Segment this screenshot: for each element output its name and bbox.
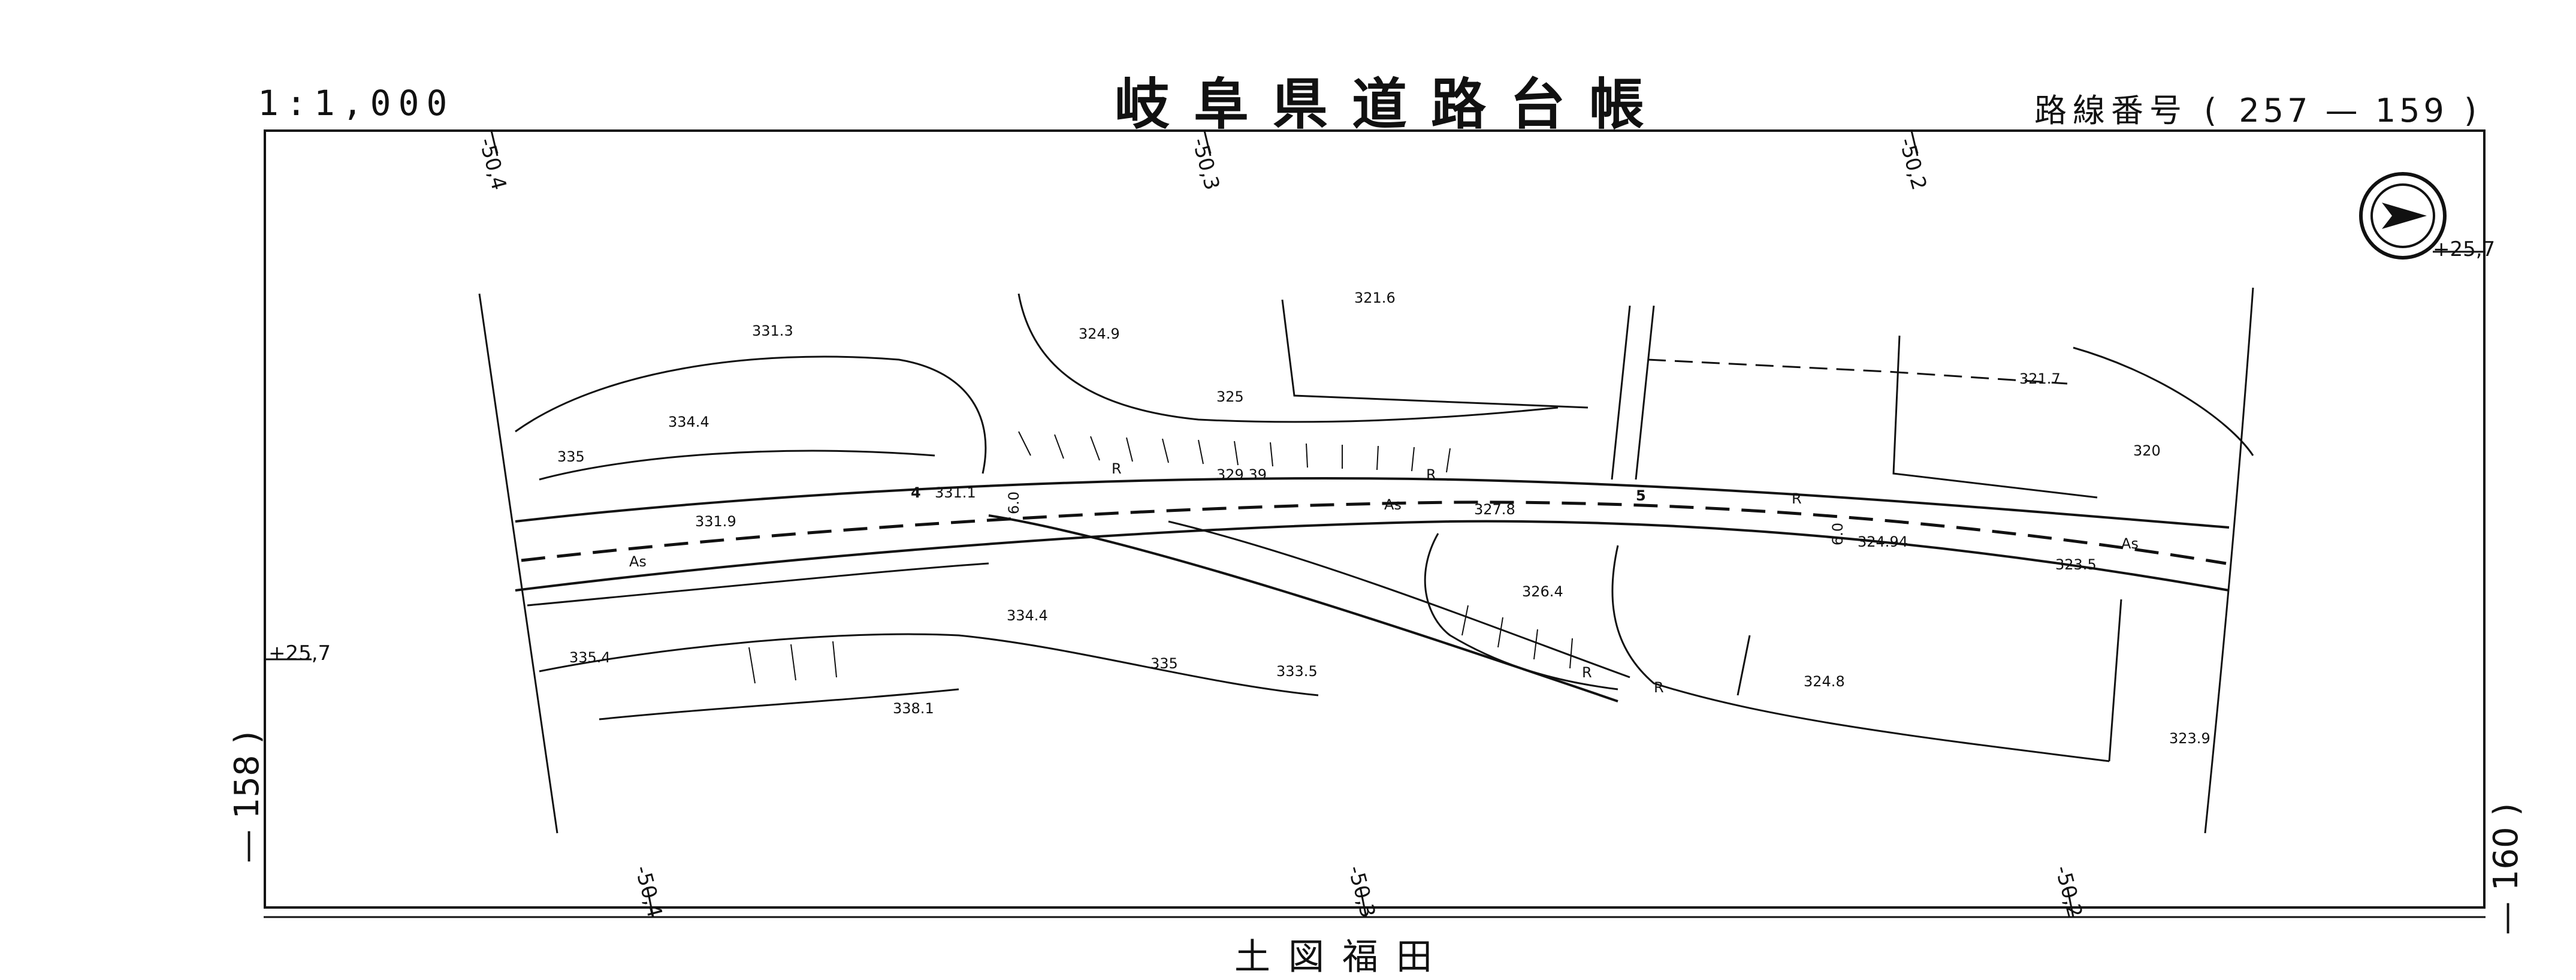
grid-tick-bottom-2 [1359, 886, 1367, 918]
road-surface-label: As [629, 553, 647, 570]
route-number: 路線番号 ( 257 — 159 ) [2034, 84, 2483, 131]
grid-tick-top-1 [490, 130, 499, 156]
spot-height-label: 329.39 [1216, 466, 1267, 483]
grid-coord-right: +25,7 [2433, 237, 2496, 261]
spot-height-label: 323.5 [2055, 556, 2097, 573]
road-centre-line [521, 500, 2227, 565]
contour-label: 335 [1150, 655, 1178, 672]
road-surface-label: As [1384, 496, 1402, 513]
spot-height-label: 338.1 [893, 700, 934, 717]
road-width-label: 6.0 [1829, 523, 1846, 545]
spot-height-label: 331.1 [935, 484, 976, 501]
road-edge-south [515, 520, 2230, 592]
spot-height-label: 324.8 [1804, 673, 1845, 690]
spot-height-label: 331.9 [695, 513, 736, 530]
lot-south-centre [1424, 533, 1618, 690]
grid-tick-bottom-1 [646, 886, 654, 918]
spot-height-label: 324.9 [1079, 325, 1120, 342]
spot-height-label: 327.8 [1474, 501, 1515, 518]
spot-height-label: 324.94 [1858, 533, 1908, 550]
north-arrow-icon [2359, 172, 2447, 260]
grid-tick-top-3 [1910, 130, 1919, 156]
map-title: 岐阜県道路台帳 [1115, 73, 1669, 137]
spot-height-label: 334.4 [1007, 607, 1048, 624]
r-mark: R [1792, 490, 1802, 507]
lot-divider-south [1737, 635, 1751, 696]
spot-height-label: 334.4 [668, 414, 709, 430]
road-width-label: 6.0 [1005, 491, 1022, 514]
contour-label: 320 [2133, 442, 2161, 459]
survey-boundary-right [2204, 287, 2254, 834]
road-surface-label: As [2121, 535, 2139, 552]
lot-north-east [1892, 335, 2098, 499]
station-number: 4 [911, 484, 921, 501]
r-mark: R [1112, 460, 1122, 477]
spot-height-label: 326.4 [1522, 583, 1563, 600]
lot-south-east [1611, 545, 2110, 762]
contour-north-east [2073, 346, 2254, 456]
side-road-north [1611, 305, 1631, 480]
lot-divider-south-2 [2108, 599, 2122, 762]
road-edge-north [515, 477, 2230, 529]
grid-tick-bottom-3 [2066, 886, 2074, 918]
terrace-south-west [527, 562, 989, 607]
side-road-north-2 [1635, 305, 1655, 480]
route-label: 路線番号 [2034, 92, 2188, 129]
lot-line-north-east [1647, 358, 2068, 385]
branch-road-edge-2 [1168, 520, 1630, 679]
map-scale: 1:1,000 [258, 83, 455, 123]
slope-north-centre [1017, 293, 1559, 423]
r-mark: R [1426, 466, 1436, 483]
slope-south-west-2 [599, 688, 959, 720]
terrace-north-west-2 [539, 450, 935, 481]
spot-height-label: 321.7 [2019, 370, 2061, 387]
spot-height-label: 331.3 [752, 322, 793, 339]
grid-tick-top-2 [1203, 130, 1212, 156]
station-number: 5 [1636, 487, 1646, 504]
route-open-paren: ( [2204, 92, 2223, 129]
terrace-north-west [515, 355, 987, 474]
survey-boundary-left [478, 293, 558, 834]
r-mark: R [1654, 679, 1664, 696]
lot-north-centre [1281, 299, 1589, 409]
spot-height-label: 321.6 [1354, 290, 1396, 306]
route-close-paren: ) [2464, 92, 2483, 129]
grid-coord-left: +25,7 [268, 641, 331, 665]
r-mark: R [1582, 664, 1592, 681]
road-plan-map: 331.3 334.4 331.1 331.9 329.39 327.8 324… [264, 129, 2486, 918]
spot-height-label: 323.9 [2169, 730, 2210, 747]
contour-label: 335 [557, 448, 585, 465]
contour-label: 325 [1216, 388, 1244, 405]
spot-height-label: 333.5 [1276, 663, 1318, 680]
spot-height-label: 335.4 [569, 649, 611, 666]
route-number-value: 257 — 159 [2239, 92, 2448, 129]
slope-south-west [539, 633, 1319, 696]
